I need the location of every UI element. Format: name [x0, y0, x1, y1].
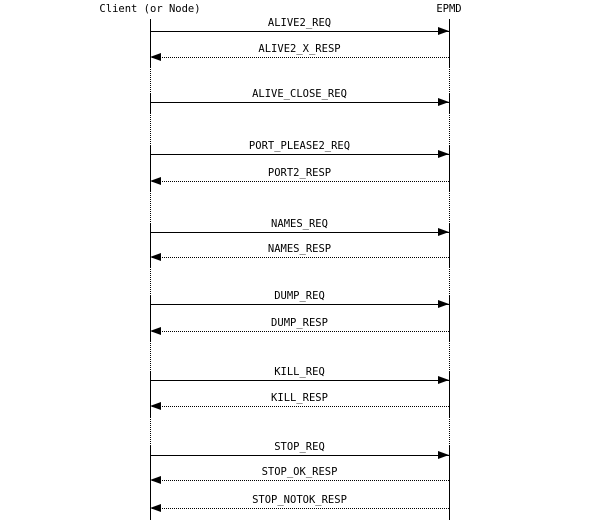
message-label: NAMES_REQ [271, 218, 328, 230]
arrowhead-left-icon [150, 53, 161, 61]
arrow-line [150, 480, 449, 481]
message-stop-req: STOP_REQ [150, 441, 449, 464]
message-label: STOP_NOTOK_RESP [252, 494, 347, 506]
arrowhead-left-icon [150, 253, 161, 261]
arrowhead-right-icon [438, 98, 449, 106]
message-names-req: NAMES_REQ [150, 218, 449, 241]
arrow-line [150, 406, 449, 407]
arrow-line [150, 455, 449, 456]
message-label: KILL_REQ [274, 366, 325, 378]
arrow-line [150, 102, 449, 103]
arrowhead-right-icon [438, 376, 449, 384]
lifeline-epmd-segment [449, 19, 450, 68]
lifeline-epmd-dotted [449, 19, 450, 520]
lifeline-epmd-segment [449, 371, 450, 417]
arrowhead-right-icon [438, 150, 449, 158]
message-port-please2-req: PORT_PLEASE2_REQ [150, 140, 449, 163]
lifeline-client-segment [150, 295, 151, 342]
arrow-line [150, 304, 449, 305]
lifeline-client-segment [150, 19, 151, 68]
message-label: PORT_PLEASE2_REQ [248, 140, 351, 152]
lifeline-client-segment [150, 223, 151, 268]
message-port2-resp: PORT2_RESP [150, 167, 449, 190]
message-label: KILL_RESP [271, 392, 328, 404]
message-dump-resp: DUMP_RESP [150, 317, 449, 340]
message-label: ALIVE2_X_RESP [258, 43, 341, 55]
arrowhead-left-icon [150, 177, 161, 185]
arrowhead-left-icon [150, 504, 161, 512]
arrowhead-left-icon [150, 476, 161, 484]
arrow-line [150, 257, 449, 258]
lifeline-client-segment [150, 93, 151, 113]
message-label: ALIVE2_REQ [267, 17, 332, 29]
message-label: ALIVE_CLOSE_REQ [252, 88, 347, 100]
lifeline-epmd-segment [449, 446, 450, 520]
arrowhead-left-icon [150, 402, 161, 410]
message-names-resp: NAMES_RESP [150, 243, 449, 266]
arrowhead-right-icon [438, 27, 449, 35]
message-label: DUMP_RESP [271, 317, 328, 329]
arrow-line [150, 232, 449, 233]
arrowhead-right-icon [438, 300, 449, 308]
message-label: PORT2_RESP [267, 167, 332, 179]
actor-client-label: Client (or Node) [99, 3, 201, 15]
message-kill-req: KILL_REQ [150, 366, 449, 389]
arrow-line [150, 181, 449, 182]
lifeline-epmd-segment [449, 145, 450, 192]
lifeline-client-segment [150, 371, 151, 417]
message-label: STOP_OK_RESP [261, 466, 338, 478]
lifeline-client-segment [150, 145, 151, 192]
message-stop-ok-resp: STOP_OK_RESP [150, 466, 449, 489]
arrowhead-right-icon [438, 228, 449, 236]
message-label: STOP_REQ [274, 441, 325, 453]
arrowhead-left-icon [150, 327, 161, 335]
arrow-line [150, 508, 449, 509]
arrow-line [150, 154, 449, 155]
message-label: NAMES_RESP [267, 243, 332, 255]
message-dump-req: DUMP_REQ [150, 290, 449, 313]
arrow-line [150, 31, 449, 32]
message-kill-resp: KILL_RESP [150, 392, 449, 415]
lifeline-epmd-segment [449, 295, 450, 342]
lifeline-client-dotted [150, 19, 151, 520]
lifeline-epmd-segment [449, 93, 450, 113]
arrow-line [150, 380, 449, 381]
message-label: DUMP_REQ [274, 290, 325, 302]
arrowhead-right-icon [438, 451, 449, 459]
message-alive-close-req: ALIVE_CLOSE_REQ [150, 88, 449, 111]
lifeline-epmd-segment [449, 223, 450, 268]
message-alive2-req: ALIVE2_REQ [150, 17, 449, 40]
arrow-line [150, 57, 449, 58]
message-stop-notok-resp: STOP_NOTOK_RESP [150, 494, 449, 517]
actor-epmd-label: EPMD [436, 3, 462, 15]
message-alive2-x-resp: ALIVE2_X_RESP [150, 43, 449, 66]
arrow-line [150, 331, 449, 332]
